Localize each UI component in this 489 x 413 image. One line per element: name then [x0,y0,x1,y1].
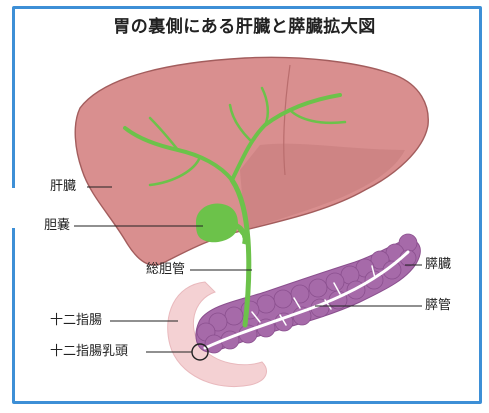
pancreas-lobules [197,234,417,353]
liver-shadow [240,144,405,230]
label-gallbladder: 胆嚢 [44,218,70,234]
label-duodenal-papilla: 十二指腸乳頭 [50,344,128,360]
label-duodenum: 十二指腸 [50,313,102,329]
cystic-duct-bulb [242,232,250,240]
label-common-bile-duct: 総胆管 [146,262,185,278]
label-pancreas: 膵臓 [425,257,451,273]
gallbladder-shape [196,204,238,243]
label-liver: 肝臓 [50,179,76,195]
label-pancreatic-duct: 膵管 [425,298,451,314]
